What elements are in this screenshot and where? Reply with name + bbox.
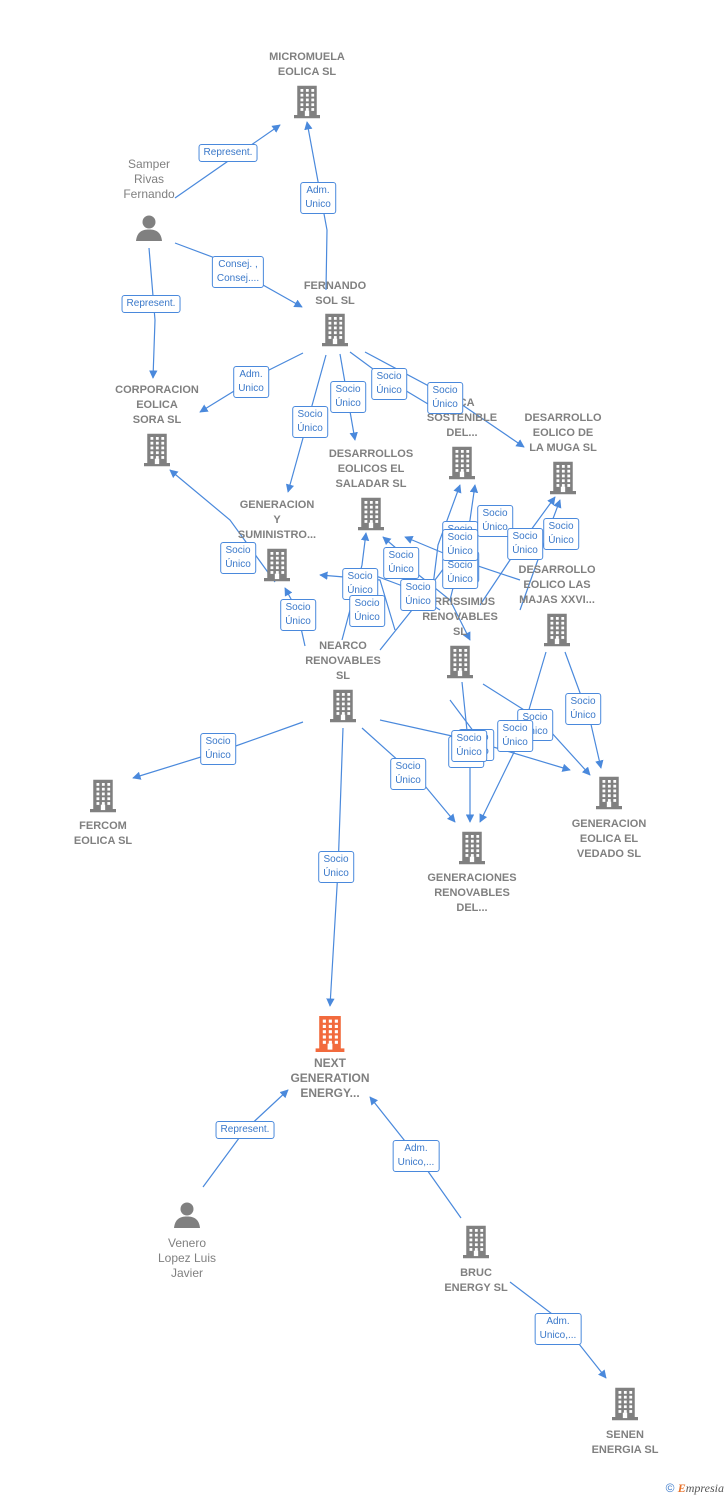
relation-label[interactable]: Represent. [198, 144, 258, 162]
person-icon[interactable] [173, 1201, 201, 1234]
relation-label[interactable]: Socio Único [400, 579, 436, 611]
building-icon[interactable] [447, 645, 473, 684]
building-icon[interactable] [449, 446, 475, 485]
relation-label[interactable]: Socio Único [427, 382, 463, 414]
building-icon[interactable] [463, 1225, 489, 1264]
edge-line [169, 469, 276, 583]
relation-label[interactable]: Socio Único [318, 851, 354, 883]
edge-line [319, 571, 396, 631]
relation-label[interactable]: Represent. [215, 1121, 275, 1139]
relation-label[interactable]: Socio Único [565, 693, 601, 725]
edge-line [341, 532, 370, 641]
edge-line [304, 121, 328, 291]
relation-label[interactable]: Socio Único [497, 720, 533, 752]
building-icon[interactable] [90, 779, 116, 818]
edge-line [148, 247, 158, 379]
building-icon[interactable] [612, 1387, 638, 1426]
node-label[interactable]: GENERACION Y SUMINISTRO... [237, 499, 317, 541]
relation-label[interactable]: Socio Único [349, 595, 385, 627]
building-icon[interactable] [264, 548, 290, 587]
relation-label[interactable]: Socio Único [383, 547, 419, 579]
node-label[interactable]: ...RRISSIMUS RENOVABLES SL [422, 596, 498, 638]
relation-label[interactable]: Socio Único [371, 368, 407, 400]
relation-label[interactable]: Adm. Unico [300, 182, 336, 214]
relation-label[interactable]: Socio Único [292, 406, 328, 438]
building-icon[interactable] [596, 776, 622, 815]
node-label[interactable]: FERCOM EOLICA SL [73, 820, 133, 847]
relation-label[interactable]: Socio Único [330, 381, 366, 413]
brand-logo[interactable]: Empresia [677, 1481, 724, 1495]
building-icon[interactable] [358, 497, 384, 536]
node-label[interactable]: GENERACIONES RENOVABLES DEL... [427, 872, 517, 914]
copyright-symbol: © [665, 1481, 675, 1495]
footer: © Empresia [666, 1481, 724, 1496]
node-label[interactable]: GENERACION EOLICA EL VEDADO SL [571, 818, 647, 860]
relation-label[interactable]: Socio Único [477, 505, 513, 537]
building-icon[interactable] [322, 313, 348, 352]
node-label[interactable]: CORPORACION EOLICA SORA SL [115, 384, 199, 426]
node-label[interactable]: DESARROLLOS EOLICOS EL SALADAR SL [328, 448, 414, 490]
relation-label[interactable]: Represent. [121, 295, 181, 313]
node-label[interactable]: Samper Rivas Fernando [123, 157, 175, 201]
relation-label[interactable]: Adm. Unico,... [392, 1140, 440, 1172]
relation-label[interactable]: Adm. Unico [233, 366, 269, 398]
node-label[interactable]: MICROMUELA EOLICA SL [269, 51, 345, 78]
node-label[interactable]: BRUC ENERGY SL [444, 1267, 508, 1294]
node-label[interactable]: SENEN ENERGIA SL [591, 1429, 659, 1456]
relation-label[interactable]: Socio Único [220, 542, 256, 574]
building-icon[interactable] [144, 433, 170, 472]
node-label[interactable]: DESARROLLO EOLICO DE LA MUGA SL [524, 412, 602, 454]
node-label[interactable]: DESARROLLO EOLICO LAS MAJAS XXVI... [518, 564, 596, 606]
relation-label[interactable]: Socio Único [342, 568, 378, 600]
building-icon[interactable] [550, 461, 576, 500]
node-label[interactable]: Venero Lopez Luis Javier [157, 1236, 217, 1280]
person-icon[interactable] [135, 214, 163, 247]
building-icon[interactable] [294, 85, 320, 124]
relation-label[interactable]: Socio Único [543, 518, 579, 550]
relation-label[interactable]: Socio Único [200, 733, 236, 765]
relation-label[interactable]: Socio Único [280, 599, 316, 631]
node-label[interactable]: FERNANDO SOL SL [303, 280, 367, 307]
building-icon[interactable] [544, 613, 570, 652]
relation-label[interactable]: Socio Único [442, 529, 478, 561]
node-label[interactable]: NEXT GENERATION ENERGY... [290, 1056, 370, 1100]
relation-label[interactable]: Socio Único [451, 730, 487, 762]
building-icon[interactable] [330, 689, 356, 728]
relation-label[interactable]: Consej. , Consej.... [211, 256, 265, 288]
relation-label[interactable]: Adm. Unico,... [534, 1313, 582, 1345]
relation-label[interactable]: Socio Único [507, 528, 543, 560]
building-icon[interactable] [459, 831, 485, 870]
building-icon[interactable] [315, 1016, 345, 1057]
node-label[interactable]: NEARCO RENOVABLES SL [305, 640, 381, 682]
relation-label[interactable]: Socio Único [442, 557, 478, 589]
relation-label[interactable]: Socio Único [390, 758, 426, 790]
